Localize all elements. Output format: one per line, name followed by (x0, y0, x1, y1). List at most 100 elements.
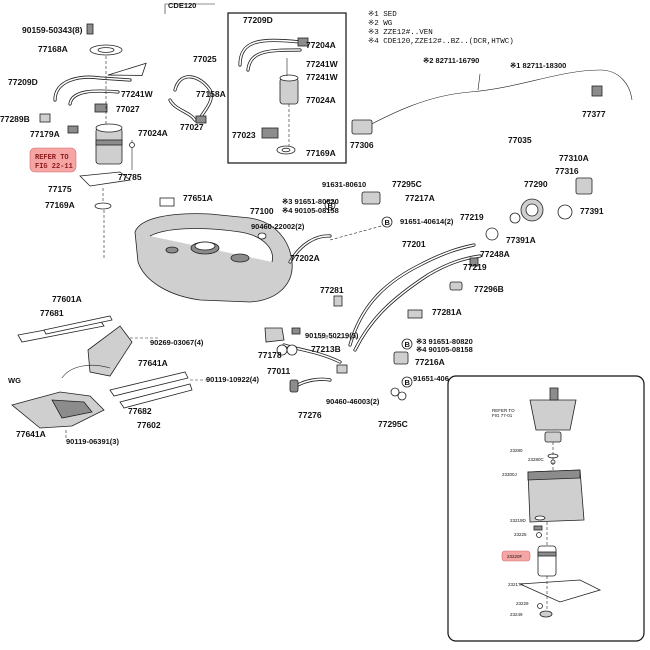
label-77219-lower: 77219 (463, 262, 487, 272)
note-2: ※2 WG (368, 19, 393, 28)
label-77241w-box-2: 77241W (306, 72, 339, 82)
tank-band-group (17, 315, 210, 409)
label-77027-left: 77027 (116, 104, 140, 114)
label-77201: 77201 (402, 239, 426, 249)
label-77295c-upper: 77295C (392, 179, 422, 189)
label-77248a: 77248A (480, 249, 510, 259)
label-90105-08158-lower: ※4 90105-08158 (416, 345, 473, 354)
label-90105-08158-upper: ※4 90105-08158 (282, 206, 339, 215)
inset-bracket-23217a (519, 579, 602, 603)
header-fragment: CDE120 (164, 1, 215, 14)
connector-77204a (297, 37, 309, 47)
hose-77213b (336, 364, 348, 374)
label-77289b: 77289B (0, 114, 30, 124)
bracket-77175 (79, 171, 131, 187)
marker-b-bottom-text: B (405, 378, 411, 387)
arrow-indicator (107, 62, 147, 76)
label-77175: 77175 (48, 184, 72, 194)
inset-label-23225: 23225 (514, 532, 527, 537)
pump-77024a-detail (279, 77, 299, 105)
label-82711-16790: ※2 82711-16790 (423, 56, 479, 65)
lower-hose-group (264, 327, 400, 397)
clip-77219-a (485, 227, 499, 241)
label-77217a: 77217A (405, 193, 435, 203)
label-77204a: 77204A (306, 40, 336, 50)
inset-label-23219d: 23219D (510, 518, 527, 523)
label-77641a-mid: 77641A (138, 358, 168, 368)
label-77641a-wg: 77641A (16, 429, 46, 439)
inset-label-23229: 23229 (516, 601, 529, 606)
inset-label-23217a: 23217A (508, 582, 524, 587)
fuel-tank-77100 (103, 197, 293, 303)
refer-to-fig-note: REFER TO FIG 22-11 (29, 147, 77, 173)
label-77209d-box: 77209D (243, 15, 273, 25)
pump-detail-frame (227, 12, 347, 164)
inset-label-23280: 23280 (510, 448, 523, 453)
label-77213b: 77213B (311, 344, 341, 354)
label-91651-80820-upper: ※3 91651-80820 (282, 197, 339, 206)
refer-line-1: REFER TO (35, 154, 69, 162)
inset-housing-top (529, 399, 577, 431)
label-77377: 77377 (582, 109, 606, 119)
label-77169a-box: 77169A (306, 148, 336, 158)
inset-label-23220f: 23220F (507, 554, 523, 559)
label-77290: 77290 (524, 179, 548, 189)
label-77241w-left: 77241W (121, 89, 154, 99)
label-90119-06391: 90119-06391(3) (66, 437, 119, 446)
label-82711-18300: ※1 82711-18300 (510, 61, 566, 70)
opener-77306 (351, 119, 373, 135)
label-77296b: 77296B (474, 284, 504, 294)
label-77281a: 77281A (432, 307, 462, 317)
label-77216a: 77216A (415, 357, 445, 367)
hose-77027-left (94, 103, 108, 113)
label-77295c-lower: 77295C (378, 419, 408, 429)
left-pump-assembly (39, 23, 147, 210)
label-77025: 77025 (193, 54, 217, 64)
label-77027-mid: 77027 (180, 122, 204, 132)
label-77391a: 77391A (506, 235, 536, 245)
pump-inset: REFER TO FIG 77-01 23280 23280C 23300J 2… (447, 375, 645, 642)
inset-refer-line-1: REFER TO (492, 408, 515, 413)
band-77682 (109, 371, 189, 397)
inset-label-23249: 23249 (510, 612, 523, 617)
inset-label-23280c: 23280C (528, 457, 545, 462)
sender-77785 (129, 142, 135, 148)
marker-b-upper-text: B (385, 218, 391, 227)
inset-pump-23220f (537, 545, 557, 577)
label-77178: 77178 (258, 350, 282, 360)
wg-protector: WG (8, 365, 111, 440)
hose-77202a (257, 232, 332, 264)
bolt-90159-50343 (86, 23, 94, 35)
inset-highlight-23220f (501, 550, 531, 562)
clip-77179a (67, 125, 79, 134)
marker-b-mid (324, 199, 336, 211)
refer-highlight (29, 147, 77, 173)
marker-b-lower-text: B (405, 340, 411, 349)
pump-detail-box (227, 12, 347, 164)
protector-77641a (87, 325, 133, 377)
label-77100: 77100 (250, 206, 274, 216)
note-3: ※3 ZZE12#..VEN (368, 28, 433, 37)
label-90269-03067: 90269-03067(4) (150, 338, 204, 347)
label-77316: 77316 (555, 166, 579, 176)
label-77219-upper: 77219 (460, 212, 484, 222)
inset-refer-line-2: FIG 77-01 (492, 413, 513, 418)
clip-77295c-lower (397, 391, 407, 401)
label-77169a-left: 77169A (45, 200, 75, 210)
fuel-inlet-group: B B B B (324, 177, 593, 388)
label-77602: 77602 (137, 420, 161, 430)
marker-b-bottom (401, 376, 413, 388)
label-91651-406: 91651-406 (413, 374, 449, 383)
note-4: ※4 CDE120,ZZE12#..BZ..(DCR,HTWC) (368, 37, 514, 46)
harness-77025 (168, 75, 213, 124)
label-77024a-box: 77024A (306, 95, 336, 105)
label-90159-50219: 90159-50219(5) (305, 331, 359, 340)
clip-77281 (333, 295, 343, 307)
header-fragment-text: CDE120 (168, 1, 196, 10)
inset-label-23300j: 23300J (502, 472, 517, 477)
part-labels: 90159-50343(8) 77168A 77209D 77241W 7702… (0, 15, 606, 446)
cable-77035 (351, 69, 633, 135)
clip-77377 (591, 85, 603, 97)
clamp-77178 (264, 327, 285, 343)
